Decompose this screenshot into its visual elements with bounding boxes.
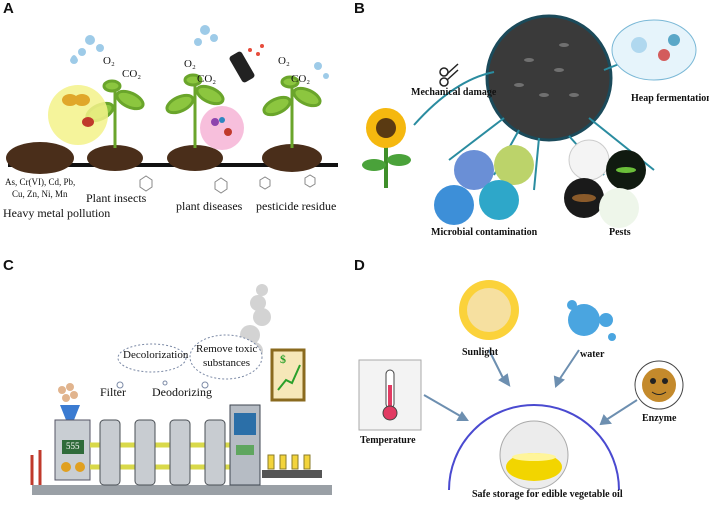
sun-icon: [459, 280, 519, 340]
co2-label: CO₂: [122, 68, 142, 80]
microbe-image: [479, 180, 519, 220]
water-label: water: [580, 349, 605, 360]
counter-display: 555: [66, 441, 80, 451]
enzyme-icon: [634, 360, 684, 410]
plant-diseases-label: plant diseases: [176, 199, 243, 213]
soil-mound: [87, 145, 143, 171]
seed-hopper: [58, 383, 80, 420]
oil-container: [499, 420, 569, 490]
spray-bottle-icon: [229, 44, 264, 83]
soil-mound: [167, 145, 223, 171]
seed-pile: [485, 14, 613, 142]
storage-arc: [448, 404, 620, 491]
scissors-icon: [439, 63, 459, 87]
panel-a-illustration: [6, 25, 338, 194]
remove-toxic-line2: substances: [203, 357, 251, 369]
panel-d-letter: D: [354, 257, 365, 274]
plant-sprout: [165, 73, 225, 148]
microbe-image: [494, 145, 534, 185]
process-cloud: [117, 334, 263, 380]
pests-label: Pests: [609, 227, 631, 238]
sunflower-icon: [362, 108, 411, 188]
metal-list-line2: Cu, Zn, Ni, Mn: [12, 189, 68, 199]
co2-label: CO₂: [291, 73, 311, 85]
enzyme-label: Enzyme: [642, 413, 677, 424]
panel-a-letter: A: [3, 0, 14, 17]
o2-label: O₂: [278, 55, 290, 67]
panel-d: D: [354, 255, 709, 510]
panel-a: A: [0, 0, 350, 250]
deodorizing-label: Deodorizing: [152, 385, 212, 399]
soil-mound: [262, 144, 322, 172]
sign-symbol: $: [280, 352, 286, 366]
safe-storage-label: Safe storage for edible vegetable oil: [472, 489, 623, 500]
soil-mound: [6, 142, 74, 174]
bug-icon: [82, 117, 94, 127]
plant-sprout: [262, 75, 322, 148]
panel-b: B: [354, 0, 709, 250]
heavy-metal-label: Heavy metal pollution: [3, 206, 111, 220]
filter-label: Filter: [100, 385, 126, 399]
microbial-contamination-label: Microbial contamination: [431, 227, 538, 238]
pest-image: [599, 188, 639, 228]
panel-d-illustration: [358, 280, 684, 491]
o2-label: O₂: [103, 55, 115, 67]
fermentation-cloud: [611, 19, 697, 81]
insect-bubble: [48, 85, 108, 145]
process-tank: [99, 419, 226, 486]
sign-board: [270, 348, 306, 402]
pesticide-residue-label: pesticide residue: [256, 199, 337, 213]
heap-fermentation-label: Heap fermentation: [631, 93, 709, 104]
panel-b-illustration: [362, 14, 697, 228]
water-drops-icon: [70, 25, 329, 79]
plant-insects-label: Plant insects: [86, 191, 147, 205]
water-drops-icon: [567, 300, 616, 341]
remove-toxic-line1: Remove toxic: [196, 343, 258, 355]
decolorization-label: Decolorization: [123, 349, 189, 361]
butterfly-icon: [62, 94, 90, 106]
temperature-label: Temperature: [360, 435, 416, 446]
pest-image: [568, 139, 610, 181]
panel-c: C: [0, 255, 350, 510]
panel-c-illustration: [30, 284, 332, 495]
conveyor: [262, 470, 322, 478]
metal-list-line1: As, Cr(VI), Cd, Pb,: [5, 177, 76, 187]
molecule-icon: [139, 174, 316, 194]
disease-bubble: [200, 106, 244, 150]
sunlight-label: Sunlight: [462, 347, 499, 358]
thermometer-icon: [382, 369, 398, 421]
mechanical-damage-label: Mechanical damage: [411, 87, 497, 98]
microbe-image: [434, 185, 474, 225]
co2-label: CO₂: [197, 73, 217, 85]
o2-label: O₂: [184, 58, 196, 70]
panel-c-letter: C: [3, 257, 14, 274]
microbe-image: [454, 150, 494, 190]
panel-b-letter: B: [354, 0, 365, 17]
